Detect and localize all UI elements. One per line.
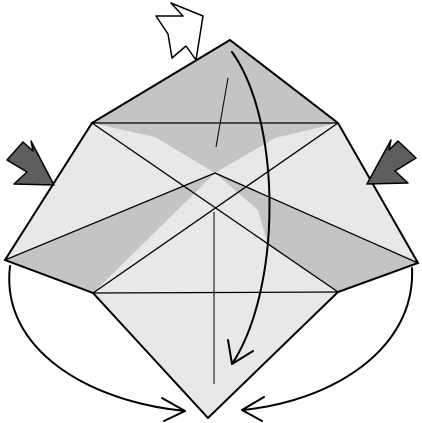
- hollow-push-arrow-icon: [156, 3, 203, 60]
- push-arrow-icon: [367, 140, 416, 184]
- push-arrow-icon: [7, 141, 54, 185]
